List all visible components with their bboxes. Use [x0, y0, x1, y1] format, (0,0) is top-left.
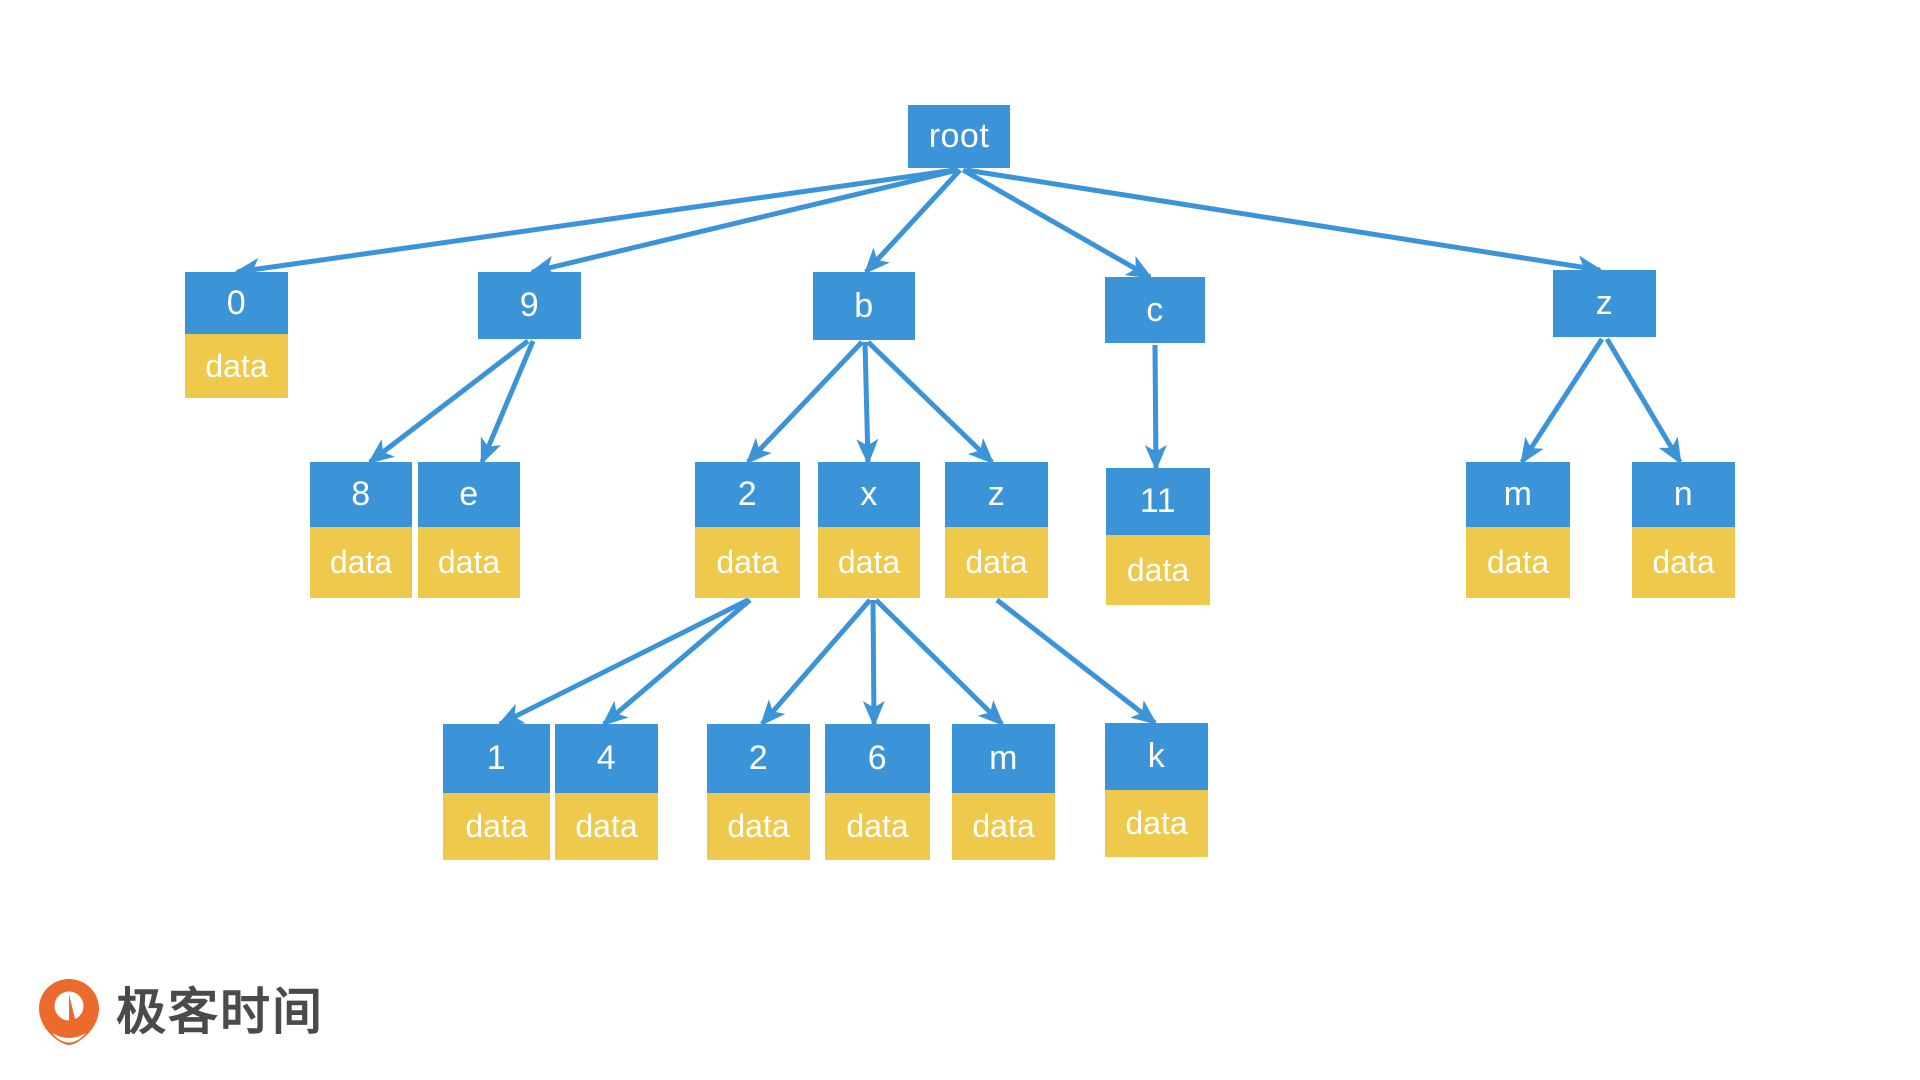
- tree-edge-n9-to-n8: [367, 339, 530, 464]
- tree-edge-nc-to-n11: [1144, 344, 1167, 471]
- node-key-cell: 8: [310, 462, 412, 527]
- tree-edge-n2a-to-n4: [601, 598, 752, 726]
- node-data-cell: data: [707, 793, 810, 860]
- node-data-cell: data: [185, 334, 288, 398]
- node-data-cell: data: [310, 527, 412, 598]
- node-key-cell: z: [945, 462, 1048, 527]
- node-data-cell: data: [695, 527, 800, 598]
- node-data-cell: data: [443, 793, 550, 860]
- tree-edge-nx-to-nm4: [874, 598, 1005, 727]
- tree-edge-nb-to-n2a: [745, 340, 864, 465]
- node-key-cell: e: [418, 462, 520, 527]
- tree-edges: [234, 167, 1683, 727]
- node-data-cell: data: [825, 793, 930, 860]
- node-key-cell: root: [908, 105, 1010, 168]
- tree-node-nc: c: [1105, 277, 1205, 343]
- tree-edge-nx-to-n6: [862, 599, 885, 727]
- tree-edge-root-to-nz2: [965, 167, 1603, 278]
- tree-edge-nb-to-nx: [856, 341, 879, 465]
- node-key-cell: 0: [185, 272, 288, 334]
- node-key-cell: m: [1466, 462, 1570, 527]
- node-data-cell: data: [952, 793, 1055, 860]
- tree-node-root: root: [908, 105, 1010, 168]
- node-key-cell: n: [1632, 462, 1735, 527]
- brand-logo: 极客时间: [38, 978, 324, 1046]
- node-key-cell: 2: [695, 462, 800, 527]
- tree-node-nz2: z: [1553, 270, 1656, 337]
- tree-edge-n9-to-ne: [479, 340, 536, 465]
- node-key-cell: 1: [443, 724, 550, 793]
- node-data-cell: data: [1106, 535, 1210, 605]
- tree-edge-nz2-to-nm3: [1519, 337, 1605, 465]
- node-key-cell: 11: [1106, 468, 1210, 535]
- tree-node-n9: 9: [478, 272, 581, 339]
- tree-edge-nz2-to-nn: [1604, 337, 1683, 465]
- geektime-pin-logo-icon: [38, 978, 100, 1046]
- node-key-cell: 4: [555, 724, 658, 793]
- tree-edge-n2a-to-n1: [497, 597, 750, 727]
- tree-node-nb: b: [813, 272, 915, 340]
- tree-edge-nx-to-n2b: [760, 598, 872, 727]
- tree-edge-root-to-nc: [961, 167, 1153, 280]
- node-key-cell: 6: [825, 724, 930, 793]
- node-key-cell: c: [1105, 277, 1205, 343]
- node-data-cell: data: [818, 527, 920, 598]
- node-key-cell: k: [1105, 723, 1208, 790]
- node-key-cell: 9: [478, 272, 581, 339]
- node-key-cell: z: [1553, 270, 1656, 337]
- node-key-cell: m: [952, 724, 1055, 793]
- node-data-cell: data: [1466, 527, 1570, 598]
- tree-edge-root-to-n0: [234, 167, 956, 280]
- node-data-cell: data: [418, 527, 520, 598]
- node-key-cell: 2: [707, 724, 810, 793]
- tree-edge-root-to-n9: [529, 167, 959, 278]
- tree-edge-root-to-nb: [863, 168, 962, 275]
- node-data-cell: data: [1632, 527, 1735, 598]
- node-key-cell: b: [813, 272, 915, 340]
- tree-edge-nb-to-nz3: [866, 340, 995, 465]
- node-data-cell: data: [555, 793, 658, 860]
- node-key-cell: x: [818, 462, 920, 527]
- node-data-cell: data: [1105, 790, 1208, 857]
- brand-name: 极客时间: [116, 983, 324, 1041]
- node-data-cell: data: [945, 527, 1048, 598]
- tree-edge-nz3-to-nk: [995, 598, 1158, 725]
